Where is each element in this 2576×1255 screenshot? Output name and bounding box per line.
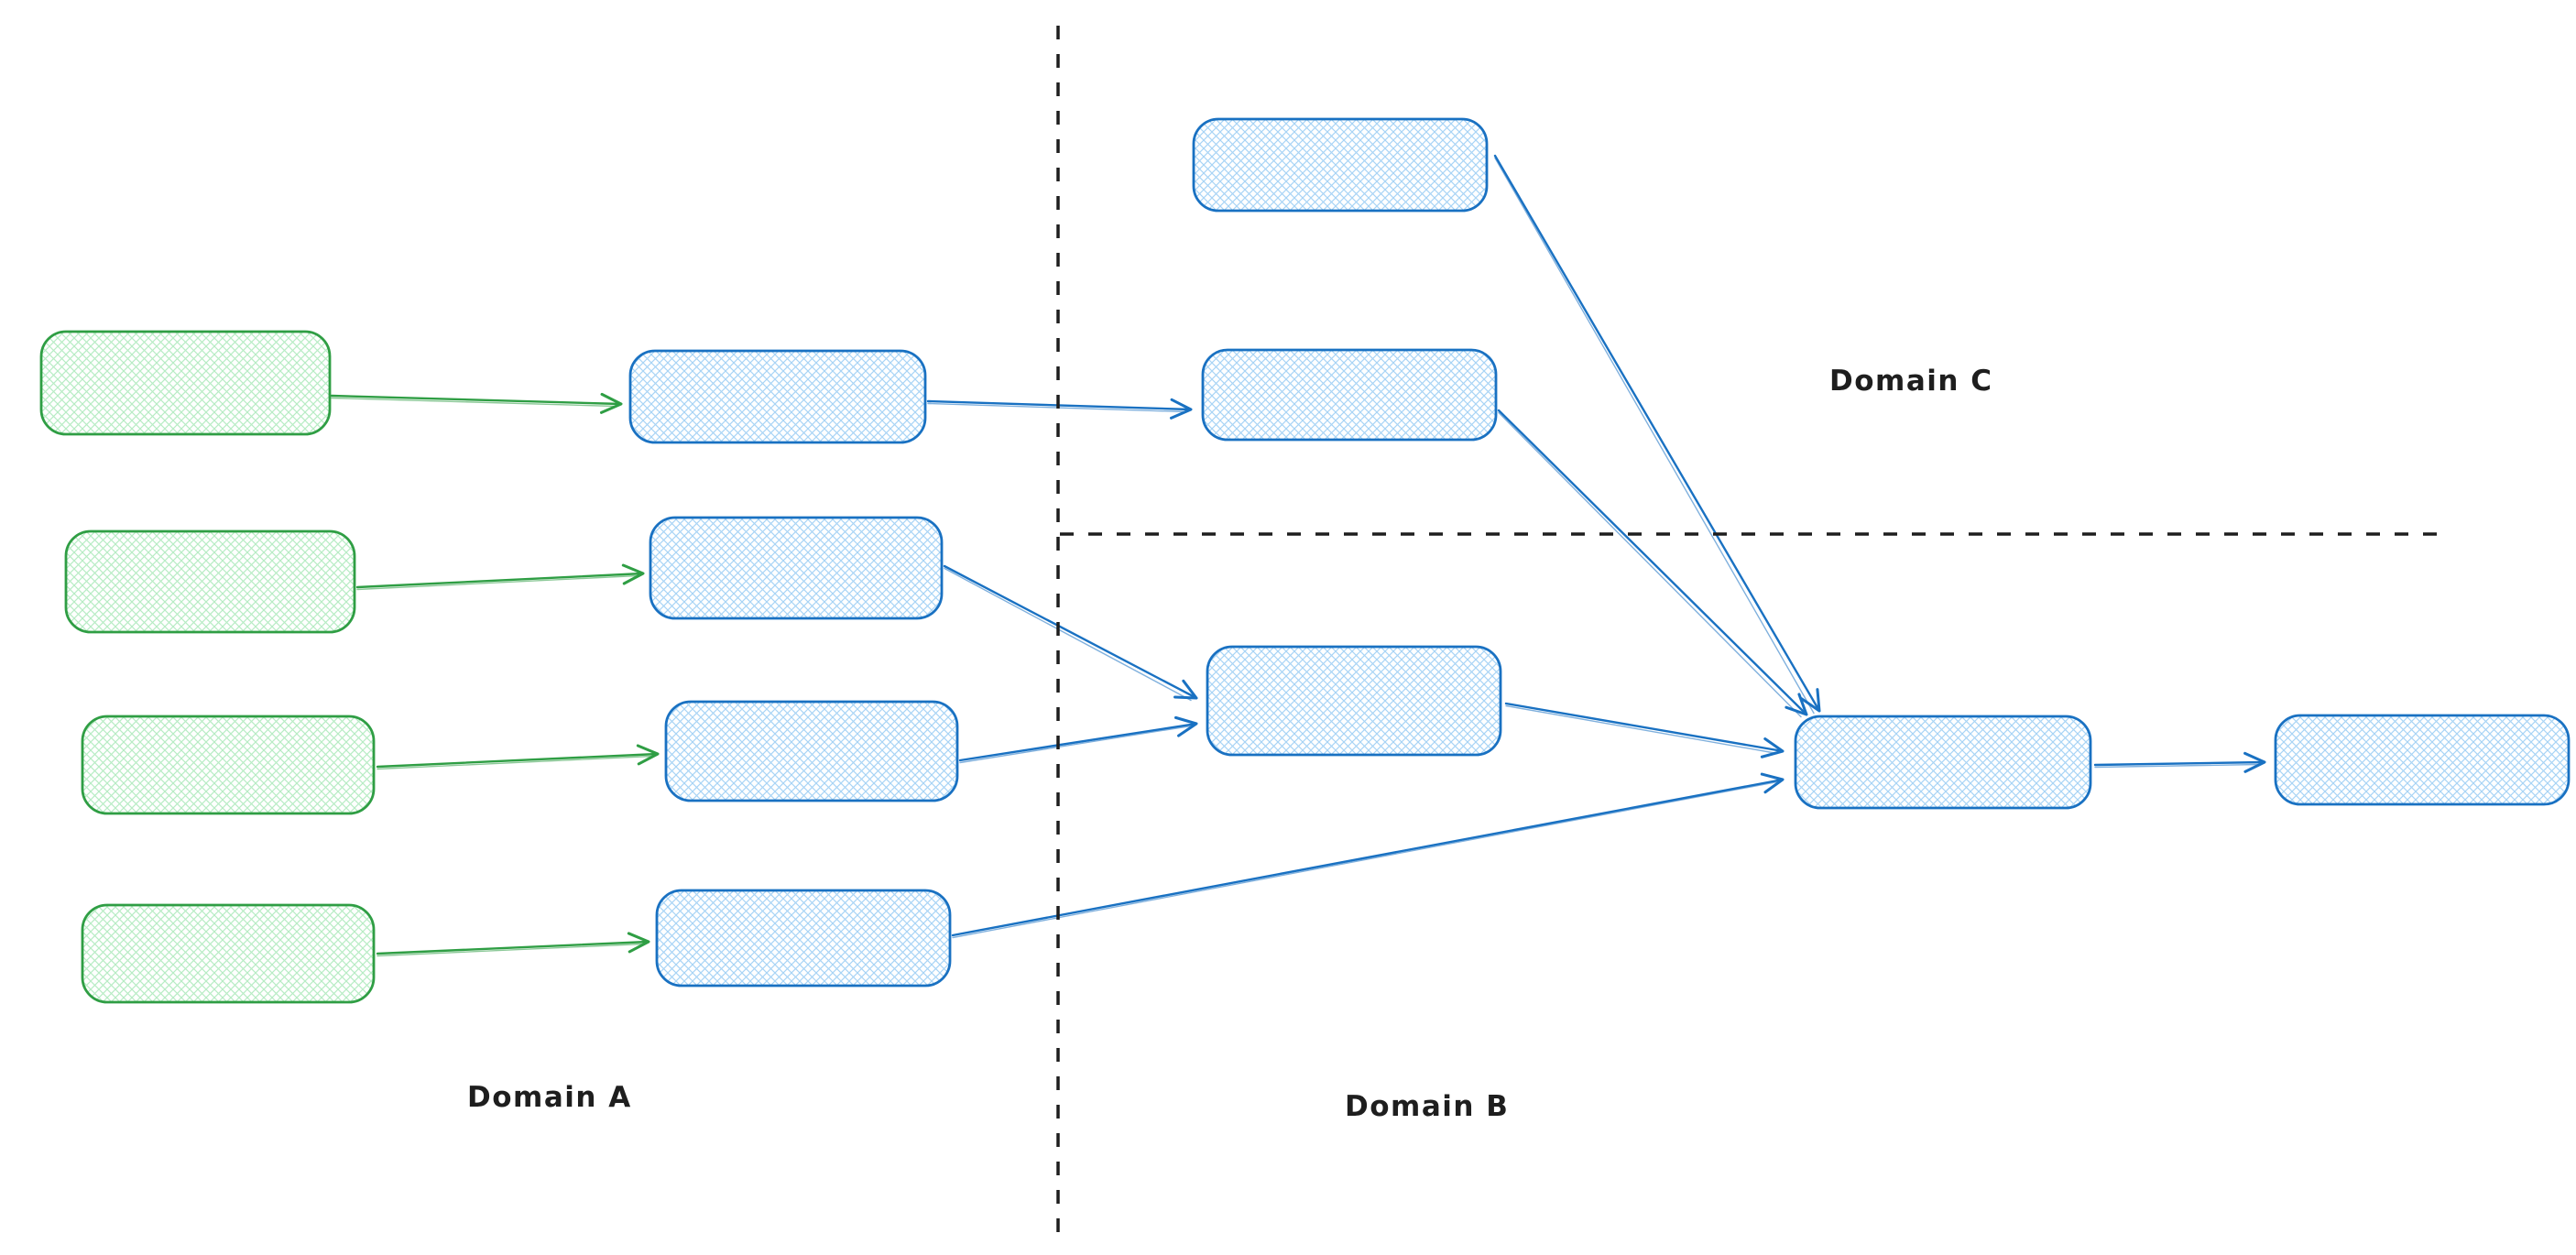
arrow-proc-4-to-hub[interactable]	[951, 772, 1785, 937]
arrow-shadow-source-1-to-proc-1	[331, 397, 617, 408]
arrow-shadow-proc-3-to-b-mid	[959, 725, 1192, 764]
arrow-shadow-proc-4-to-hub	[952, 780, 1778, 939]
node-domain-c-top[interactable]	[1192, 117, 1489, 213]
label-domain-a[interactable]: Domain A	[467, 1081, 632, 1114]
node-domain-a-proc-3[interactable]	[664, 700, 959, 802]
arrow-c-top-to-hub[interactable]	[1493, 154, 1821, 713]
arrow-b-upper-to-hub[interactable]	[1497, 409, 1808, 716]
arrow-shadow-hub-to-output	[2094, 763, 2260, 769]
arrow-b-mid-to-hub[interactable]	[1504, 702, 1785, 758]
node-source-1[interactable]	[39, 330, 332, 436]
arrow-source-4-to-proc-4[interactable]	[376, 932, 650, 955]
node-output[interactable]	[2274, 714, 2571, 806]
arrow-shadow-c-top-to-hub	[1494, 157, 1815, 715]
arrow-shadow-b-mid-to-hub	[1505, 704, 1778, 755]
node-domain-a-proc-1[interactable]	[628, 349, 927, 444]
node-source-3[interactable]	[81, 715, 376, 815]
node-source-4[interactable]	[81, 903, 376, 1004]
node-domain-a-proc-4[interactable]	[655, 889, 952, 988]
arrow-source-1-to-proc-1[interactable]	[330, 392, 623, 414]
arrow-proc-3-to-b-mid[interactable]	[958, 715, 1198, 762]
arrow-hub-to-output[interactable]	[2093, 751, 2266, 773]
arrow-shadow-source-4-to-proc-4	[377, 943, 644, 957]
label-domain-b[interactable]: Domain B	[1345, 1090, 1510, 1123]
node-domain-a-proc-2[interactable]	[649, 516, 944, 620]
node-domain-b-mid[interactable]	[1206, 645, 1502, 757]
arrow-shadow-source-3-to-proc-3	[377, 755, 653, 770]
node-source-2[interactable]	[64, 529, 356, 634]
node-domain-b-hub[interactable]	[1794, 715, 2092, 810]
arrow-shadow-b-upper-to-hub	[1498, 411, 1802, 718]
arrow-shadow-proc-2-to-b-mid	[944, 567, 1192, 702]
arrow-source-2-to-proc-2[interactable]	[355, 563, 645, 589]
node-domain-b-upper[interactable]	[1201, 348, 1498, 442]
label-domain-c[interactable]: Domain C	[1829, 365, 1993, 398]
arrow-proc-2-to-b-mid[interactable]	[943, 564, 1198, 700]
arrow-shadow-source-2-to-proc-2	[356, 574, 639, 591]
arrow-source-3-to-proc-3[interactable]	[376, 744, 660, 769]
